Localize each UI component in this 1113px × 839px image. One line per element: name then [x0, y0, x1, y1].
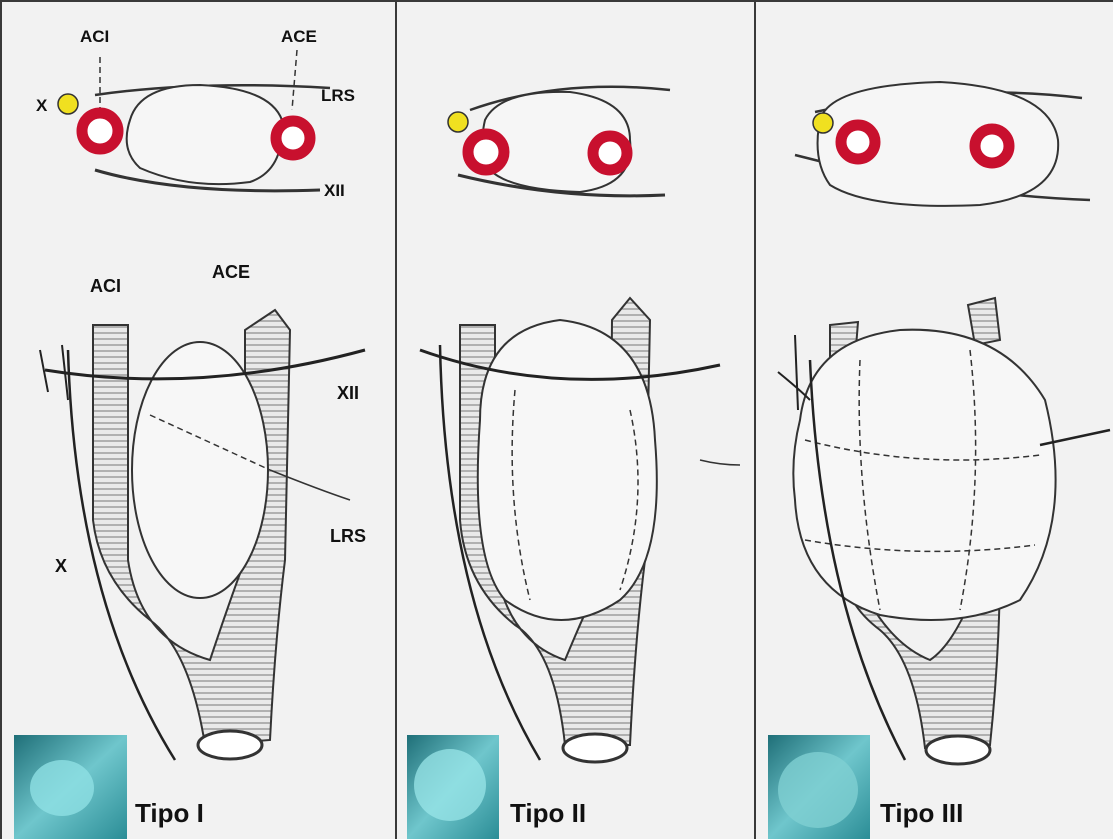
carotid-drawing-2 — [420, 298, 740, 762]
label-x-top: X — [36, 96, 48, 115]
aci-vessel-ring — [841, 125, 875, 159]
label-ace: ACE — [212, 262, 250, 282]
aci-vessel-ring — [82, 113, 118, 149]
label-aci-top: ACI — [80, 27, 109, 46]
caption-tipo-1: Tipo I — [135, 798, 204, 828]
label-ace-top: ACE — [281, 27, 317, 46]
tumor-outline — [127, 85, 283, 184]
carotid-lumen — [198, 731, 262, 759]
ace-vessel-ring — [276, 121, 310, 155]
vagus-nerve-dot — [448, 112, 468, 132]
label-xii-top: XII — [324, 181, 345, 200]
cross-section-2 — [448, 87, 670, 196]
aci-vessel-ring — [468, 134, 504, 170]
carotid-drawing-3 — [778, 298, 1110, 764]
ace-vessel-ring — [593, 136, 627, 170]
label-aci: ACI — [90, 276, 121, 296]
vagus-nerve-dot — [58, 94, 78, 114]
label-lrs-top: LRS — [321, 86, 355, 105]
tumor-body — [793, 330, 1055, 620]
label-xii: XII — [337, 383, 359, 403]
label-x: X — [55, 556, 67, 576]
label-lrs: LRS — [330, 526, 366, 546]
cross-section-1: ACI ACE X LRS XII — [36, 27, 355, 200]
caption-tipo-2: Tipo II — [510, 798, 586, 828]
caption-tipo-3: Tipo III — [880, 798, 963, 828]
ace-vessel-ring — [975, 129, 1009, 163]
tumor-body — [478, 320, 657, 620]
carotid-drawing-1: ACI ACE XII LRS X — [40, 262, 366, 760]
cross-section-3 — [795, 82, 1090, 206]
vagus-nerve-dot — [813, 113, 833, 133]
